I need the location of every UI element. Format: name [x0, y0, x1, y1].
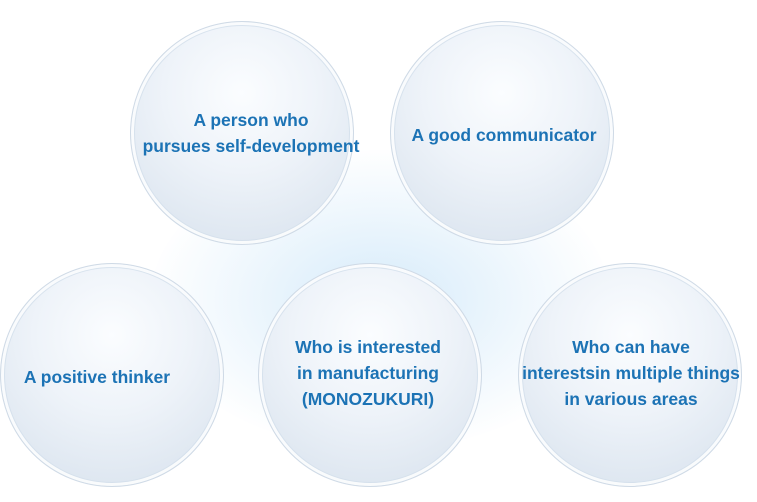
trait-label-communicator: A good communicator: [411, 125, 597, 145]
trait-label-self-development: A person who pursues self-development: [142, 110, 360, 156]
trait-circle-positive-thinker: A positive thinker: [0, 263, 224, 487]
trait-label-multiple-interests: Who can have interestsin multiple things…: [522, 337, 740, 409]
trait-circle-multiple-interests: Who can have interestsin multiple things…: [518, 263, 742, 487]
trait-label-positive-thinker: A positive thinker: [23, 367, 171, 387]
trait-label-manufacturing: Who is interested in manufacturing (MONO…: [295, 337, 441, 409]
trait-circle-self-development: A person who pursues self-development: [130, 21, 359, 245]
trait-circle-manufacturing: Who is interested in manufacturing (MONO…: [258, 263, 482, 487]
trait-circle-communicator: A good communicator: [390, 21, 614, 245]
